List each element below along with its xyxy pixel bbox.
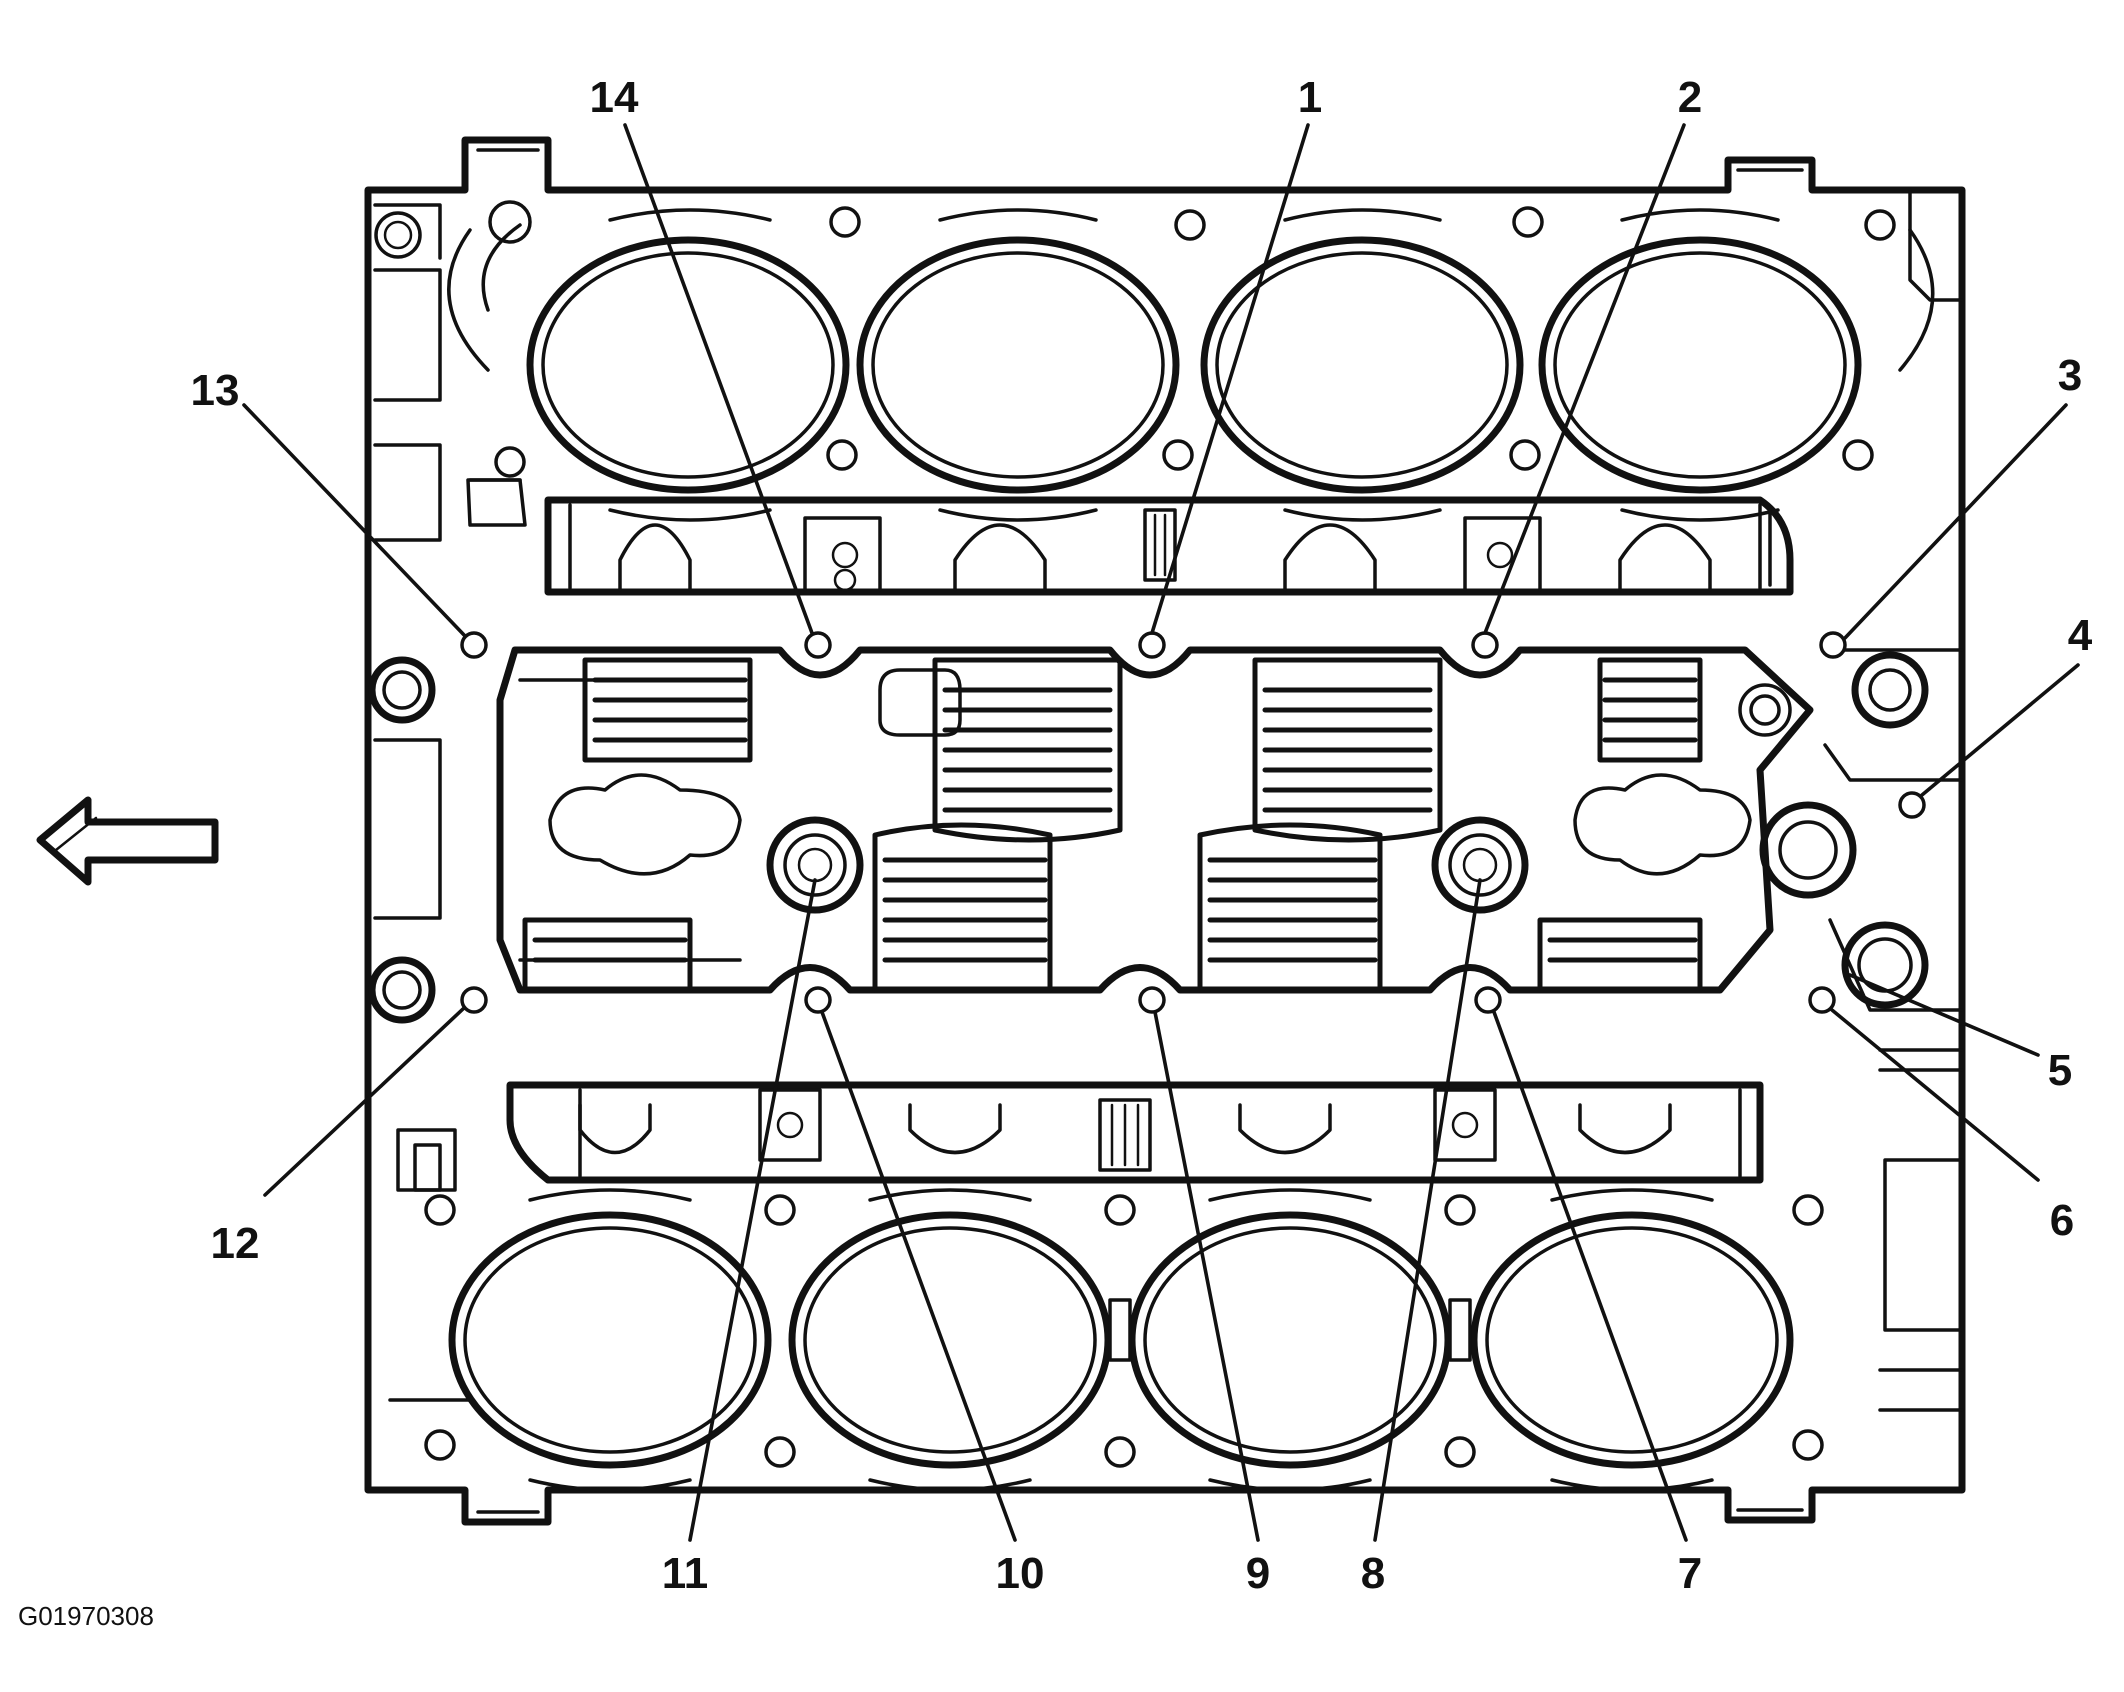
- leader-line-10: [820, 1010, 1017, 1542]
- bolt-hole-7: [1474, 986, 1502, 1014]
- leader-line-2: [1483, 123, 1686, 635]
- callout-7: 7: [1678, 1549, 1702, 1598]
- leader-line-5: [1848, 973, 2040, 1057]
- lower-lifter-gallery: [413, 1081, 1764, 1192]
- leader-lines: [242, 123, 2080, 1542]
- callout-11: 11: [662, 1549, 709, 1598]
- leader-line-12: [263, 1006, 466, 1197]
- callout-3: 3: [2058, 351, 2082, 400]
- leader-line-11: [688, 878, 817, 1542]
- callout-labels: 1 2 3 4 5 6 7 8 9 10 11 12 13 14: [191, 73, 2093, 1598]
- figure-id: G01970308: [18, 1601, 154, 1631]
- leader-line-4: [1920, 663, 2080, 797]
- bolt-hole-2: [1471, 631, 1499, 659]
- block-outline: [364, 136, 1966, 1526]
- bolt-hole-9: [1138, 986, 1166, 1014]
- leader-line-13: [242, 403, 467, 638]
- head-bolt-holes: [460, 631, 1926, 1014]
- center-valley: [368, 646, 1964, 1024]
- bolt-hole-12: [460, 986, 488, 1014]
- leader-line-3: [1843, 403, 2068, 640]
- callout-5: 5: [2048, 1046, 2072, 1095]
- callout-1: 1: [1298, 73, 1322, 122]
- bolt-hole-4: [1898, 791, 1926, 819]
- callout-8: 8: [1361, 1549, 1385, 1598]
- leader-line-14: [623, 123, 814, 635]
- bolt-hole-6: [1808, 986, 1836, 1014]
- callout-10: 10: [996, 1549, 1045, 1598]
- lower-cylinder-bores: [424, 1188, 1824, 1492]
- callout-12: 12: [211, 1219, 260, 1268]
- leader-line-8: [1373, 878, 1482, 1542]
- upper-lifter-gallery: [468, 478, 1794, 596]
- bolt-hole-3: [1819, 631, 1847, 659]
- left-arrow-icon: [36, 796, 219, 886]
- bolt-hole-13: [460, 631, 488, 659]
- leader-line-6: [1830, 1008, 2040, 1182]
- callout-13: 13: [191, 366, 240, 415]
- leader-line-1: [1150, 123, 1310, 635]
- callout-4: 4: [2068, 611, 2093, 660]
- bolt-hole-14: [804, 631, 832, 659]
- callout-14: 14: [590, 73, 639, 122]
- leader-line-9: [1153, 1010, 1260, 1542]
- upper-cylinder-bores: [447, 200, 1935, 522]
- callout-2: 2: [1678, 73, 1702, 122]
- callout-9: 9: [1246, 1549, 1270, 1598]
- bolt-hole-10: [804, 986, 832, 1014]
- callout-6: 6: [2050, 1196, 2074, 1245]
- bolt-hole-1: [1138, 631, 1166, 659]
- leader-line-7: [1492, 1010, 1688, 1542]
